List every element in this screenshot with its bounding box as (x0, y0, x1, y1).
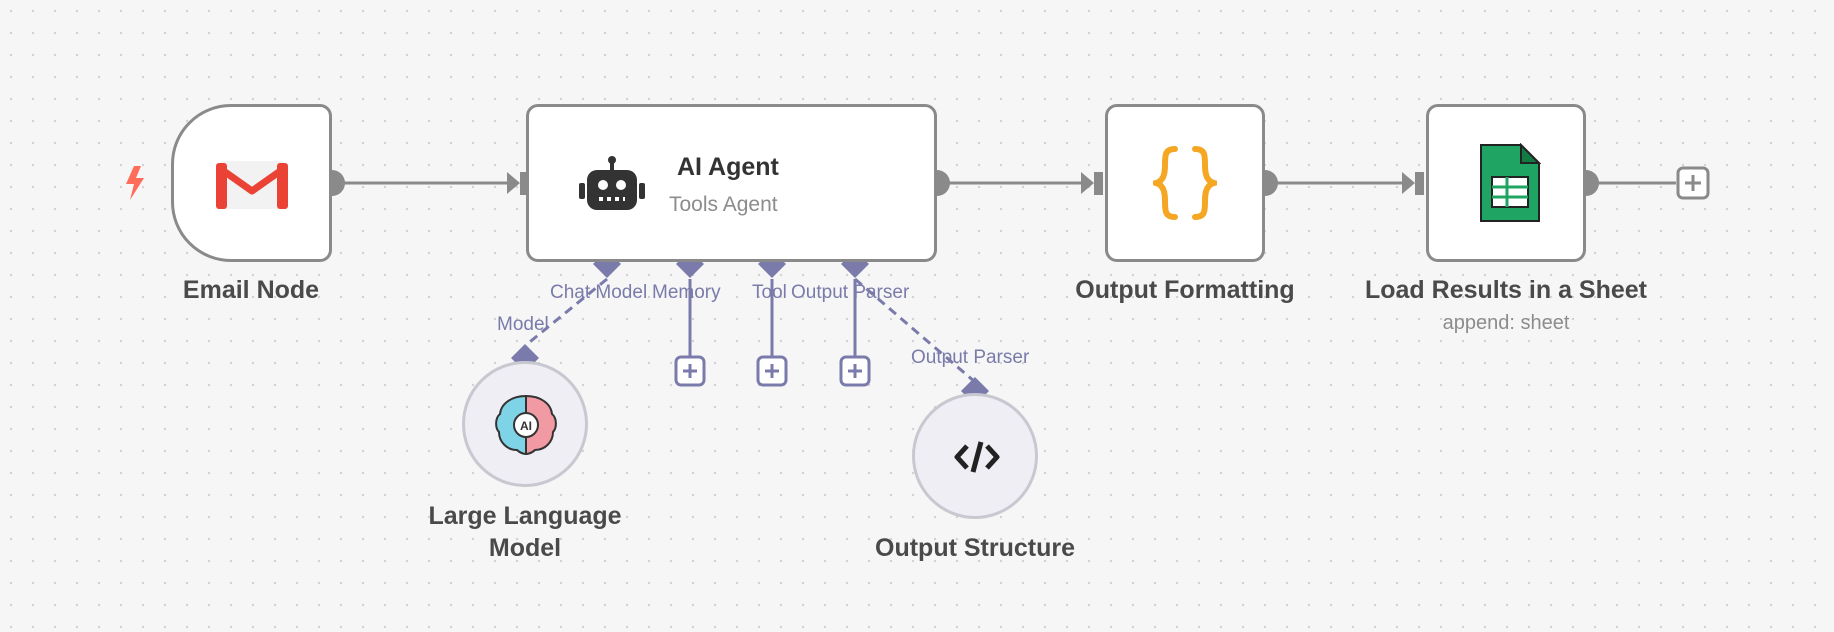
email-node[interactable] (171, 104, 332, 262)
robot-icon (579, 156, 645, 210)
llm-node-label-line1: Large Language (428, 502, 622, 530)
port-label-chat-model: Chat Model (550, 282, 648, 303)
lightning-bolt-icon (126, 166, 144, 200)
port-label-memory: Memory (652, 282, 721, 303)
google-sheets-icon (1480, 143, 1541, 222)
connection-label-model: Model (497, 314, 549, 335)
add-memory-button[interactable] (674, 355, 706, 387)
ai-agent-title: AI Agent (677, 153, 779, 181)
output-formatting-label: Output Formatting (1075, 276, 1295, 304)
sheet-node[interactable] (1426, 104, 1586, 262)
add-output-parser-button[interactable] (839, 355, 871, 387)
connection-output-parser (854, 277, 976, 384)
ai-badge-text: AI (520, 419, 532, 433)
port-label-output-parser: Output Parser (791, 282, 910, 303)
email-node-label: Email Node (182, 276, 320, 304)
sheet-node-subtitle: append: sheet (1442, 312, 1570, 334)
gmail-icon (215, 161, 289, 209)
output-formatting-node[interactable] (1105, 104, 1265, 262)
connection-label-output-parser: Output Parser (911, 347, 1030, 368)
connection-chat-model (525, 277, 608, 347)
llm-node[interactable]: AI (462, 361, 588, 487)
ai-agent-subtitle: Tools Agent (669, 193, 778, 216)
ai-brain-icon: AI (495, 394, 557, 456)
output-structure-node[interactable] (912, 393, 1038, 519)
port-label-tool: Tool (752, 282, 787, 303)
code-icon (954, 441, 1000, 473)
ai-agent-node[interactable]: AI Agent Tools Agent (526, 104, 937, 262)
llm-node-label-line2: Model (488, 534, 562, 562)
curly-braces-icon (1153, 146, 1217, 220)
output-structure-label: Output Structure (875, 534, 1075, 562)
add-tool-button[interactable] (756, 355, 788, 387)
add-next-node-button[interactable] (1676, 166, 1710, 200)
sheet-node-label: Load Results in a Sheet (1364, 276, 1647, 304)
